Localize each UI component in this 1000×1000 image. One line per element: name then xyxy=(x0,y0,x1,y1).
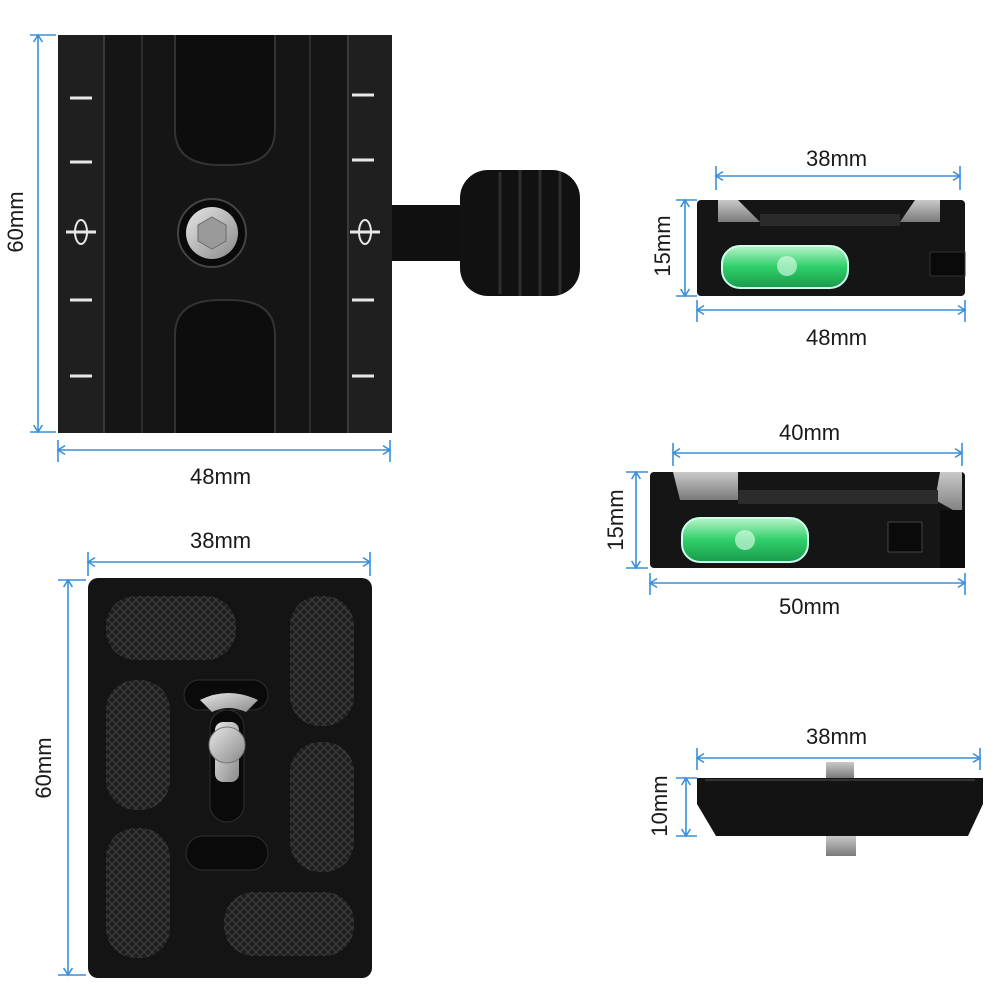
clamp-top-view xyxy=(58,35,580,433)
clamp-side-top-label: 38mm xyxy=(806,146,868,171)
dimension-lines xyxy=(30,33,982,977)
clamp-front-bottom-label: 50mm xyxy=(779,594,841,619)
plate-side-view xyxy=(697,762,983,856)
clamp-top-width-label: 48mm xyxy=(190,464,252,489)
plate-side-height-label: 10mm xyxy=(647,775,672,837)
plate-bottom-width-label: 38mm xyxy=(190,528,252,553)
clamp-front-view xyxy=(650,472,965,568)
clamp-side-height-label: 15mm xyxy=(650,215,675,277)
plate-bottom-height-label: 60mm xyxy=(31,737,56,799)
clamp-front-height-label: 15mm xyxy=(603,489,628,551)
clamp-side-view xyxy=(697,200,966,296)
clamp-side-bottom-label: 48mm xyxy=(806,325,868,350)
clamp-top-height-label: 60mm xyxy=(3,191,28,253)
clamp-front-top-label: 40mm xyxy=(779,420,841,445)
plate-side-width-label: 38mm xyxy=(806,724,868,749)
plate-bottom-view xyxy=(88,578,372,978)
